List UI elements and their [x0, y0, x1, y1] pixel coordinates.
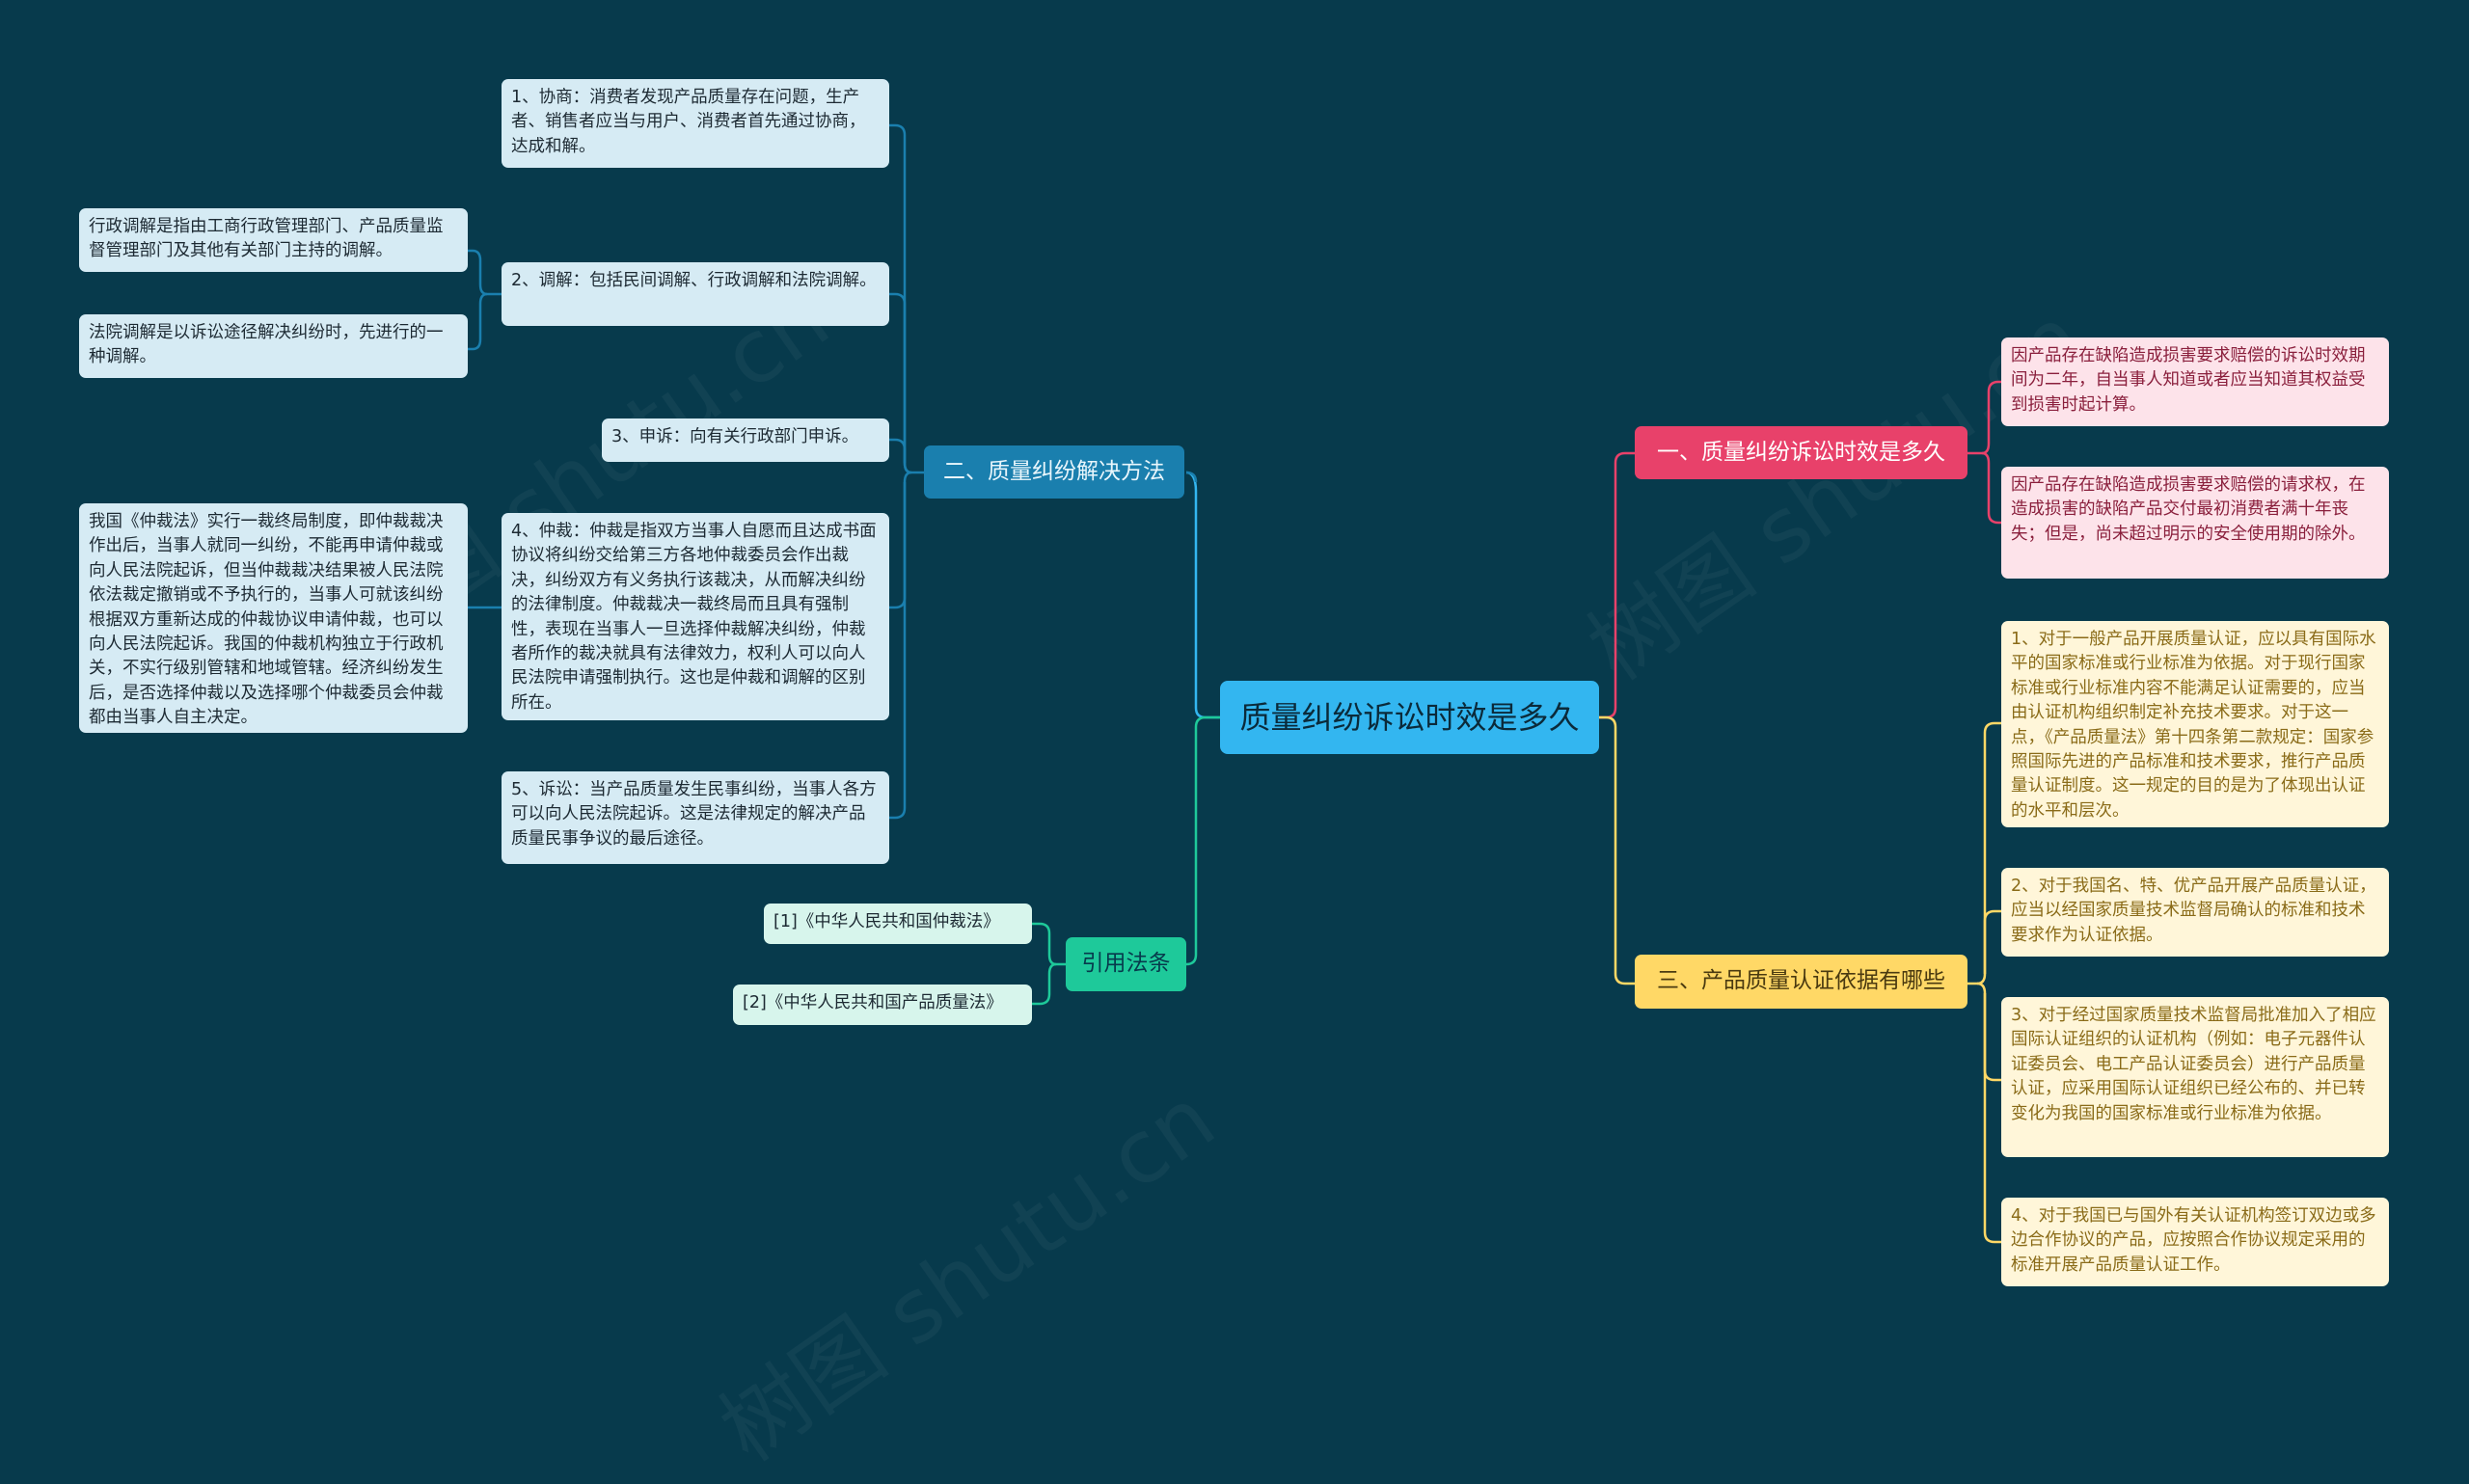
limitation-two-years[interactable]: 因产品存在缺陷造成损害要求赔偿的诉讼时效期间为二年，自当事人知道或者应当知道其权…	[2001, 337, 2389, 426]
branch-cited-laws[interactable]: 引用法条	[1066, 937, 1186, 991]
certification-famous-products[interactable]: 2、对于我国名、特、优产品开展产品质量认证，应当以经国家质量技术监督局确认的标准…	[2001, 868, 2389, 957]
law-arbitration[interactable]: [1]《中华人民共和国仲裁法》	[764, 904, 1032, 944]
branch-certification-basis[interactable]: 三、产品质量认证依据有哪些	[1635, 955, 1967, 1009]
law-product-quality[interactable]: [2]《中华人民共和国产品质量法》	[733, 985, 1032, 1025]
arbitration-detail[interactable]: 我国《仲裁法》实行一裁终局制度，即仲裁裁决作出后，当事人就同一纠纷，不能再申请仲…	[79, 503, 468, 733]
limitation-ten-years[interactable]: 因产品存在缺陷造成损害要求赔偿的请求权，在造成损害的缺陷产品交付最初消费者满十年…	[2001, 467, 2389, 579]
method-mediation[interactable]: 2、调解：包括民间调解、行政调解和法院调解。	[502, 262, 889, 326]
root-topic[interactable]: 质量纠纷诉讼时效是多久	[1220, 681, 1599, 754]
certification-international[interactable]: 3、对于经过国家质量技术监督局批准加入了相应国际认证组织的认证机构（例如：电子元…	[2001, 997, 2389, 1157]
method-litigation[interactable]: 5、诉讼：当产品质量发生民事纠纷，当事人各方可以向人民法院起诉。这是法律规定的解…	[502, 771, 889, 864]
certification-bilateral[interactable]: 4、对于我国已与国外有关认证机构签订双边或多边合作协议的产品，应按照合作协议规定…	[2001, 1198, 2389, 1286]
method-complaint[interactable]: 3、申诉：向有关行政部门申诉。	[602, 418, 889, 462]
branch-dispute-methods[interactable]: 二、质量纠纷解决方法	[924, 445, 1184, 499]
branch-limitation-period[interactable]: 一、质量纠纷诉讼时效是多久	[1635, 426, 1967, 479]
certification-general[interactable]: 1、对于一般产品开展质量认证，应以具有国际水平的国家标准或行业标准为依据。对于现…	[2001, 621, 2389, 827]
mediation-court[interactable]: 法院调解是以诉讼途径解决纠纷时，先进行的一种调解。	[79, 314, 468, 378]
method-arbitration[interactable]: 4、仲裁：仲裁是指双方当事人自愿而且达成书面协议将纠纷交给第三方各地仲裁委员会作…	[502, 513, 889, 720]
connector-lines	[468, 123, 2001, 1244]
mediation-administrative[interactable]: 行政调解是指由工商行政管理部门、产品质量监督管理部门及其他有关部门主持的调解。	[79, 208, 468, 272]
method-negotiation[interactable]: 1、协商：消费者发现产品质量存在问题，生产者、销售者应当与用户、消费者首先通过协…	[502, 79, 889, 168]
